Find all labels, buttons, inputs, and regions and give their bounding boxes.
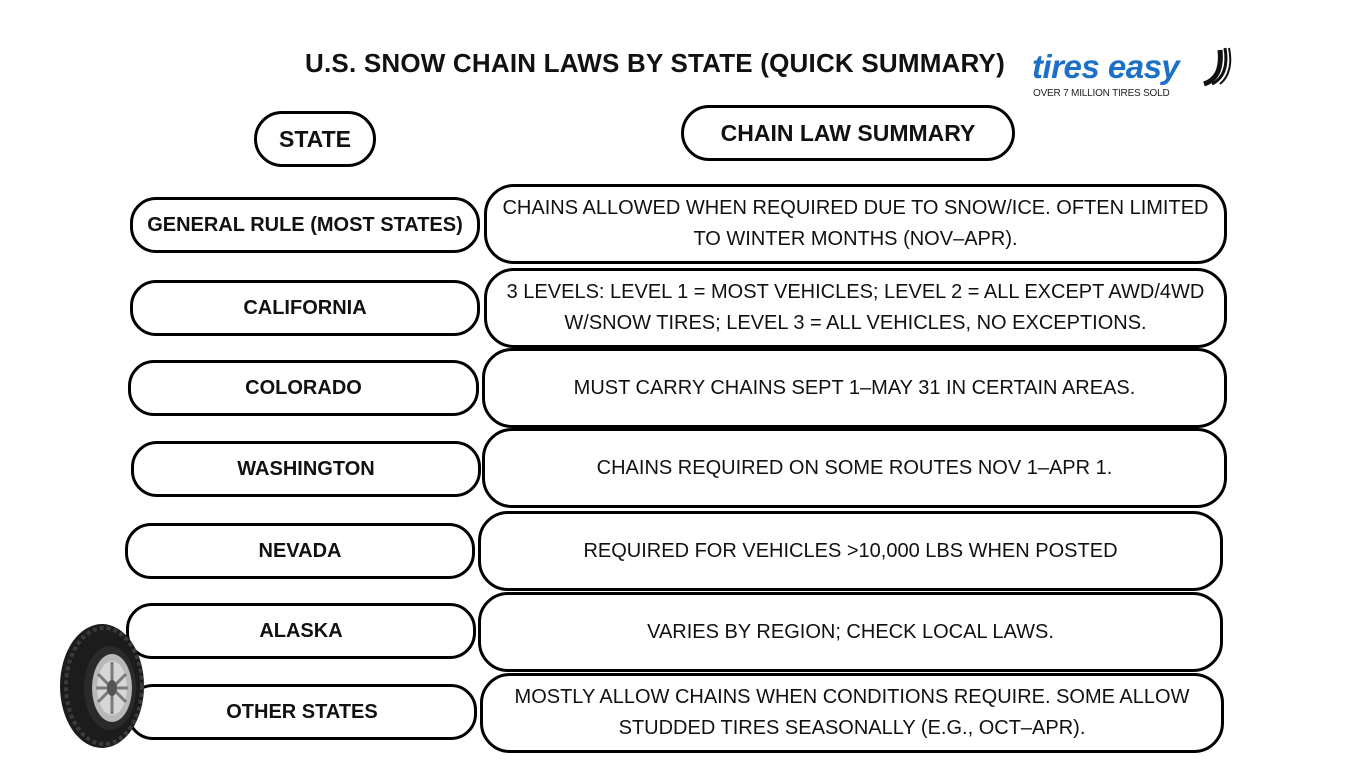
state-cell-washington: WASHINGTON <box>131 441 481 497</box>
brand-logo: tires easy OVER 7 MILLION TIRES SOLD <box>1030 44 1240 104</box>
page-title: U.S. SNOW CHAIN LAWS BY STATE (QUICK SUM… <box>305 48 1005 78</box>
summary-cell-colorado: MUST CARRY CHAINS SEPT 1–MAY 31 IN CERTA… <box>482 348 1227 428</box>
summary-column-header: CHAIN LAW SUMMARY <box>681 105 1015 161</box>
state-column-header: STATE <box>254 111 376 167</box>
logo-wordmark: tires easy <box>1032 48 1180 85</box>
summary-cell-california: 3 LEVELS: LEVEL 1 = MOST VEHICLES; LEVEL… <box>484 268 1227 348</box>
state-cell-california: CALIFORNIA <box>130 280 480 336</box>
tire-tread-logo-icon <box>1203 47 1232 87</box>
summary-cell-general-rule: CHAINS ALLOWED WHEN REQUIRED DUE TO SNOW… <box>484 184 1227 264</box>
winter-tire-icon <box>60 624 144 748</box>
logo-tagline: OVER 7 MILLION TIRES SOLD <box>1033 88 1170 99</box>
state-cell-alaska: ALASKA <box>126 603 476 659</box>
state-cell-nevada: NEVADA <box>125 523 475 579</box>
state-cell-general-rule: GENERAL RULE (MOST STATES) <box>130 197 480 253</box>
summary-cell-washington: CHAINS REQUIRED ON SOME ROUTES NOV 1–APR… <box>482 428 1227 508</box>
state-cell-other-states: OTHER STATES <box>127 684 477 740</box>
summary-cell-other-states: MOSTLY ALLOW CHAINS WHEN CONDITIONS REQU… <box>480 673 1224 753</box>
summary-cell-alaska: VARIES BY REGION; CHECK LOCAL LAWS. <box>478 592 1223 672</box>
summary-cell-nevada: REQUIRED FOR VEHICLES >10,000 LBS WHEN P… <box>478 511 1223 591</box>
state-cell-colorado: COLORADO <box>128 360 479 416</box>
